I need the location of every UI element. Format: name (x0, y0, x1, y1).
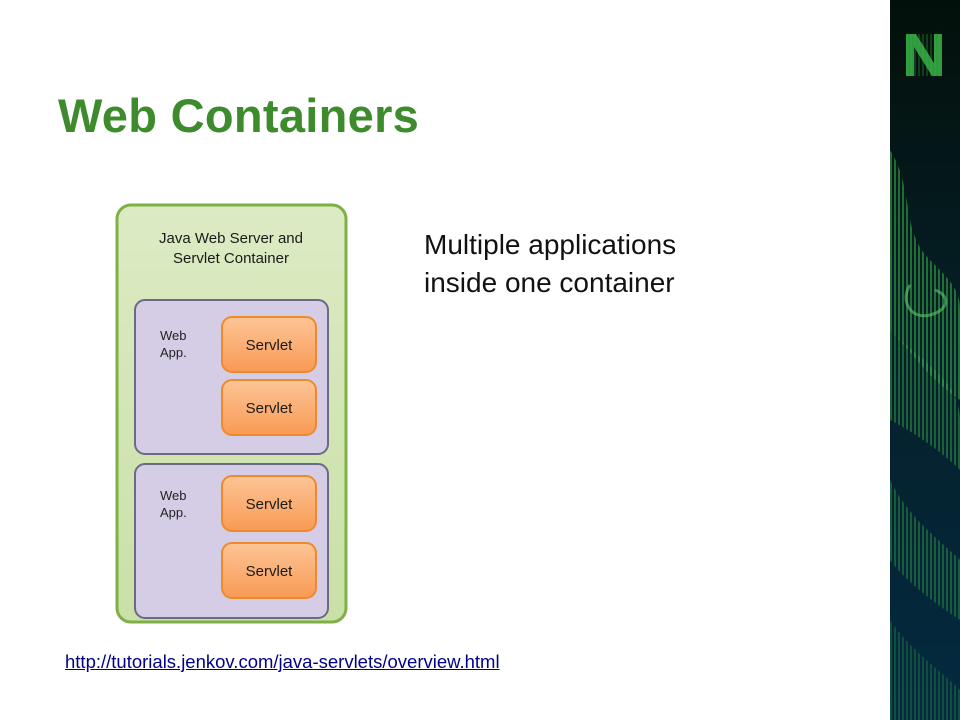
decorative-side-panel (890, 0, 960, 720)
servlet-label: Servlet (246, 563, 294, 580)
web-app-label-line-2: App. (160, 345, 187, 360)
body-line-1: Multiple applications (424, 229, 677, 260)
body-line-2: inside one container (424, 266, 675, 298)
slide-title: Web Containers (58, 89, 420, 142)
servlet-box (221, 379, 317, 436)
servlet-box (221, 542, 317, 599)
servlet-box (221, 316, 317, 373)
servlet-label: Servlet (246, 337, 294, 354)
servlet-label: Servlet (246, 400, 294, 417)
web-app-label-line-2: App. (160, 505, 187, 520)
container-label-line-2: Servlet Container (173, 250, 289, 267)
N-logo-icon (906, 34, 942, 76)
web-app-label-line-1: Web (160, 328, 187, 343)
servlet-box (221, 475, 317, 532)
source-link[interactable]: http://tutorials.jenkov.com/java-servlet… (65, 651, 500, 672)
container-diagram: Java Web Server and Servlet Container We… (115, 203, 348, 624)
servlet-label: Servlet (246, 496, 294, 513)
body-text: Multiple applications inside one contain… (424, 226, 784, 301)
web-app-label-line-1: Web (160, 488, 187, 503)
container-label-line-1: Java Web Server and (159, 230, 303, 247)
